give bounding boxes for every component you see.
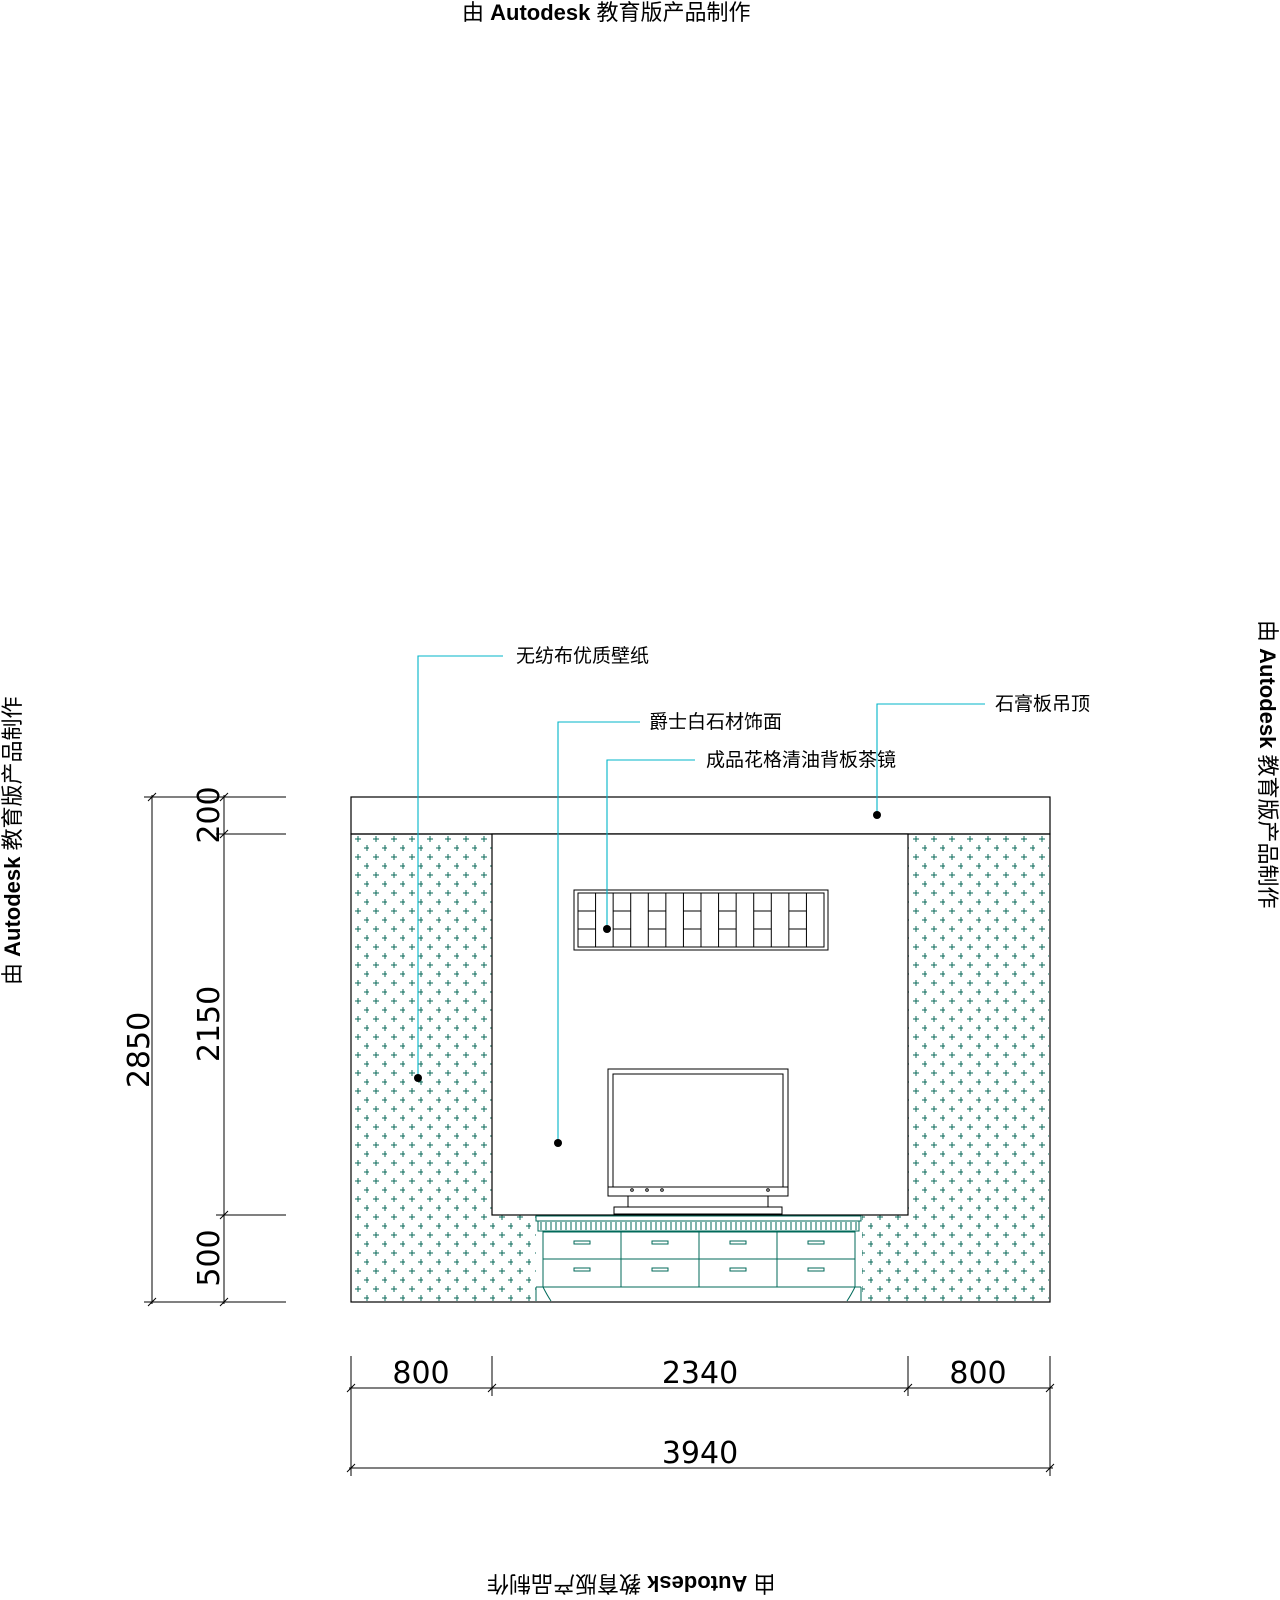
callout-wallpaper: 无纺布优质壁纸 [516,645,649,667]
lattice-mirror [573,889,829,951]
wallpaper-right [908,835,1049,1301]
drawer-handle [807,1240,825,1245]
watermark-top: 由 Autodesk 教育版产品制作 [462,2,751,24]
watermark-brand: Autodesk [490,0,591,25]
watermark-prefix: 由 [462,0,491,25]
dim-vertical-total: 2850 [122,1012,157,1088]
tv-cabinet [535,1215,862,1302]
dim-vertical-500: 500 [192,1229,227,1286]
drawer-handle [651,1267,669,1272]
wallpaper-left [352,835,492,1301]
drawer-handle [573,1267,591,1272]
wallpaper-left-lower [492,1215,536,1301]
dim-vertical-200: 200 [192,786,227,843]
leader-dots [414,811,881,1147]
watermark-suffix: 教育版产品制作 [590,0,751,25]
dim-vertical-2150: 2150 [192,986,227,1062]
dim-horizontal-800-left: 800 [392,1356,449,1391]
vertical-dimension-lines [144,792,286,1307]
leader-mirror [606,759,695,929]
drawer-handle [573,1240,591,1245]
drawer-handle [807,1267,825,1272]
television [607,1068,789,1215]
callout-mirror: 成品花格清油背板茶镜 [706,749,896,771]
leader-lines [417,655,985,1143]
drawer-handle [651,1240,669,1245]
drawer-handle [729,1267,747,1272]
leader-wallpaper [417,655,503,1078]
leader-stone [557,721,640,1143]
stone-panel [491,833,909,1216]
drawer-handle [729,1240,747,1245]
dim-horizontal-800-right: 800 [949,1356,1006,1391]
callout-stone: 爵士白石材饰面 [649,711,782,733]
leader-ceiling [876,703,985,815]
dim-horizontal-total: 3940 [662,1436,738,1471]
wallpaper-right-lower [862,1215,908,1301]
callout-ceiling: 石膏板吊顶 [995,692,1090,715]
dim-horizontal-2340: 2340 [662,1356,738,1391]
ceiling-band [350,796,1051,835]
horizontal-dimension-lines [346,1356,1055,1476]
